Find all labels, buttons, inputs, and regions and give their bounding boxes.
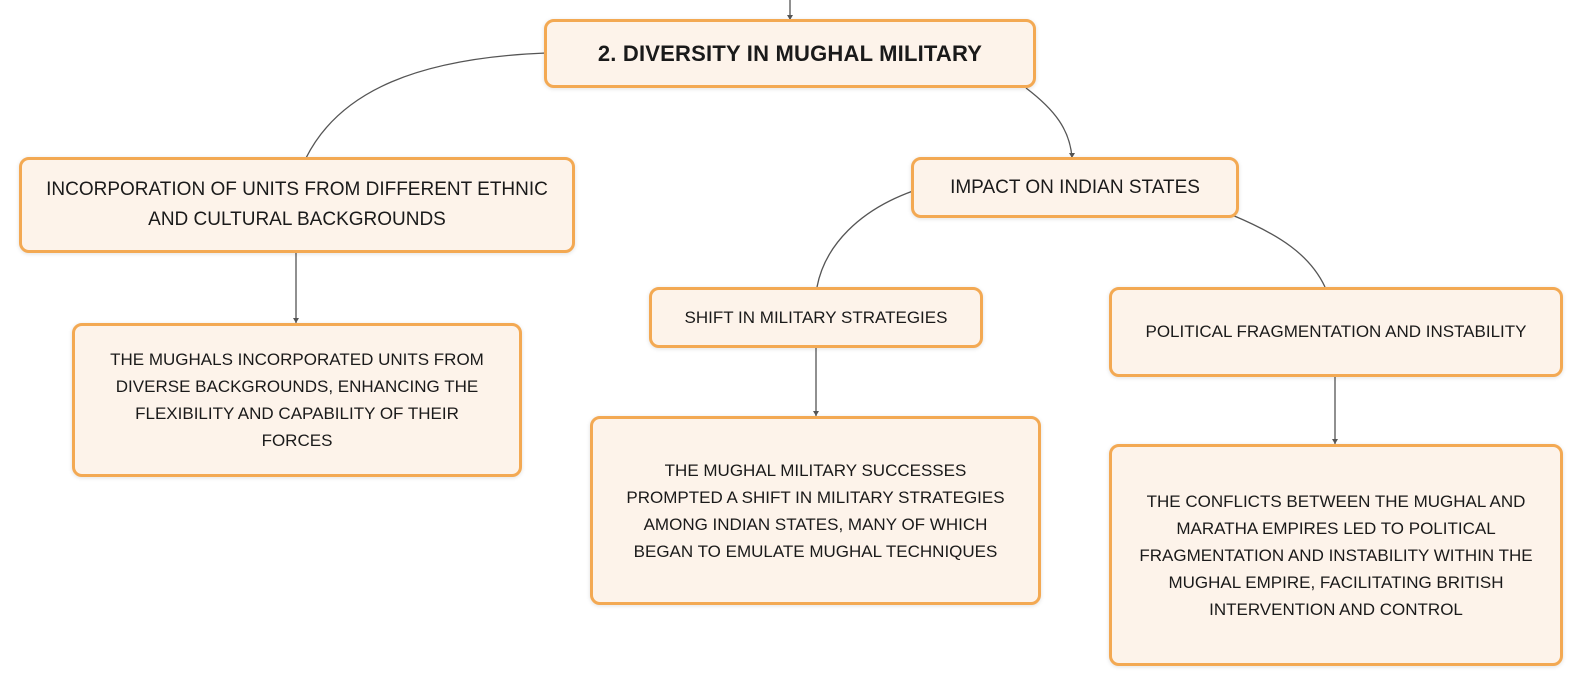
subtopic-label-shift: SHIFT IN MILITARY STRATEGIES [684,307,948,327]
root-topic-label: 2. DIVERSITY IN MUGHAL MILITARY [597,40,983,66]
detail-text-shift: THE MUGHAL MILITARY SUCCESSES PROMPTED A… [626,460,1005,561]
detail-node-fragmentation[interactable]: THE CONFLICTS BETWEEN THE MUGHAL AND MAR… [1109,444,1563,666]
connector-root-incorporation [305,52,547,159]
detail-node-incorporation[interactable]: THE MUGHALS INCORPORATED UNITS FROM DIVE… [72,323,522,477]
connector-impact-fragmentation [1231,214,1326,288]
detail-text-fragmentation: THE CONFLICTS BETWEEN THE MUGHAL AND MAR… [1139,491,1533,619]
arrowhead-incorporation-detail [293,318,299,323]
topic-node-impact[interactable]: IMPACT ON INDIAN STATES [911,157,1239,218]
root-topic-node[interactable]: 2. DIVERSITY IN MUGHAL MILITARY [544,19,1036,88]
subtopic-node-fragmentation[interactable]: POLITICAL FRAGMENTATION AND INSTABILITY [1109,287,1563,377]
connector-impact-shift [816,190,914,288]
arrowhead-incoming-root [787,15,793,20]
subtopic-label-fragmentation: POLITICAL FRAGMENTATION AND INSTABILITY [1145,322,1527,341]
subtopic-node-shift[interactable]: SHIFT IN MILITARY STRATEGIES [649,287,983,348]
topic-label-incorporation: INCORPORATION OF UNITS FROM DIFFERENT ET… [46,179,548,230]
arrowhead-fragmentation-detail [1332,439,1338,444]
connector-root-impact [1025,87,1073,159]
topic-node-incorporation[interactable]: INCORPORATION OF UNITS FROM DIFFERENT ET… [19,157,575,253]
topic-label-impact: IMPACT ON INDIAN STATES [950,176,1200,198]
arrowhead-root-impact [1069,153,1075,158]
arrowhead-shift-detail [813,411,819,416]
detail-text-incorporation: THE MUGHALS INCORPORATED UNITS FROM DIVE… [110,350,484,450]
detail-node-shift[interactable]: THE MUGHAL MILITARY SUCCESSES PROMPTED A… [590,416,1041,605]
